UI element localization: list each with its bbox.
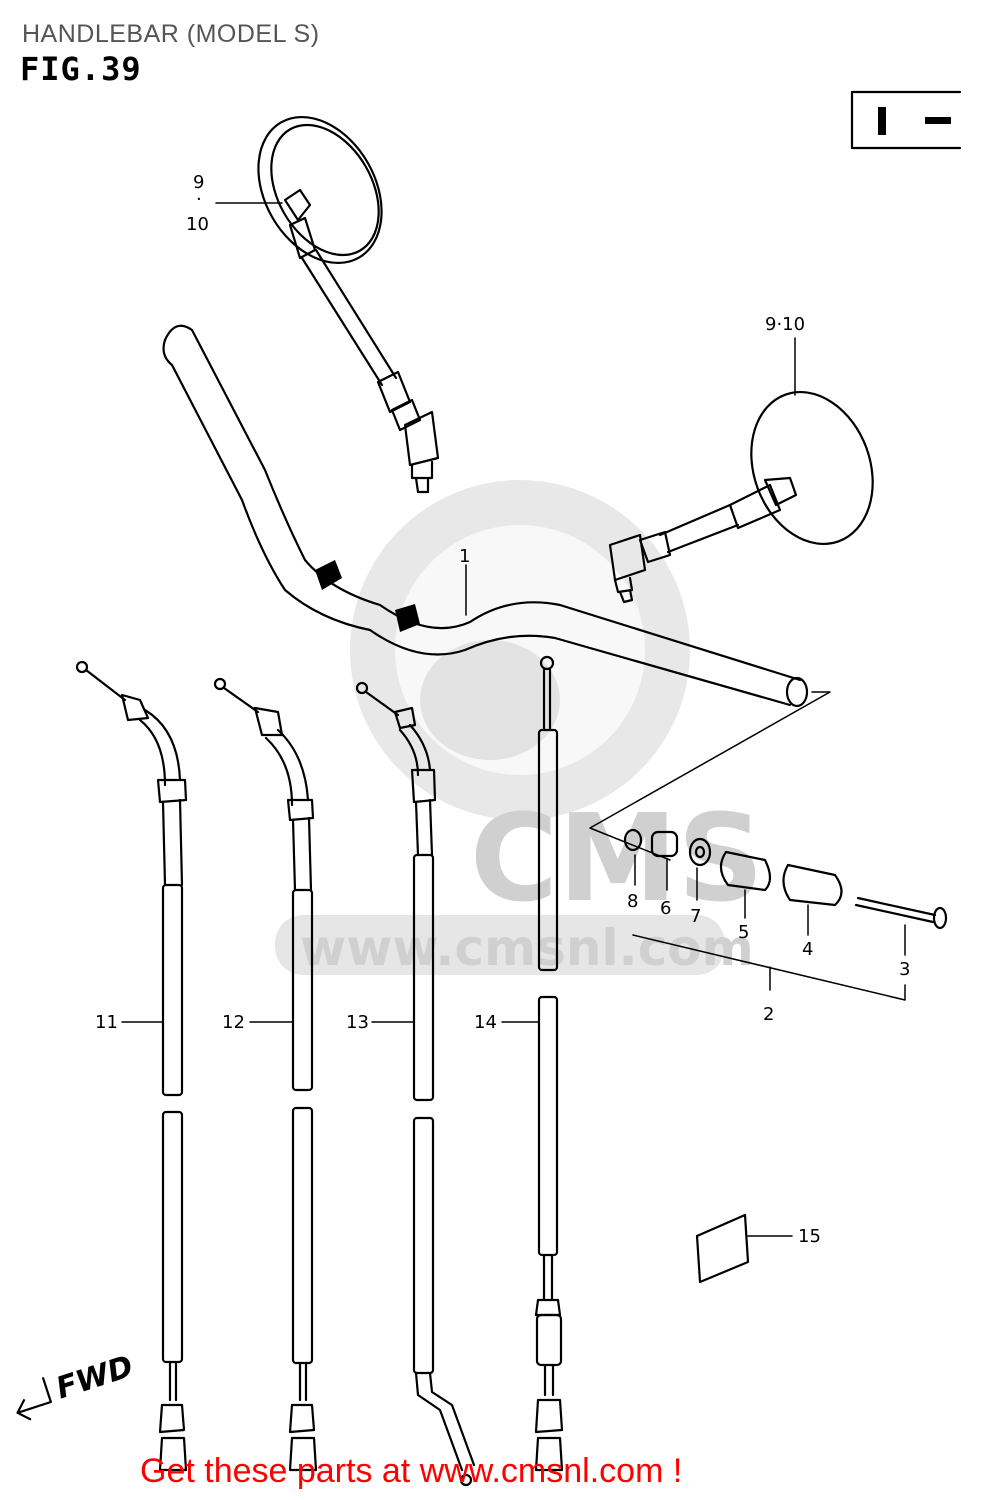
cable-13	[355, 681, 476, 1487]
handlebar	[162, 324, 831, 861]
bar-end-assembly	[623, 828, 948, 1001]
callout-9-10-right: 9·10	[765, 314, 805, 335]
figure-number: FIG.39	[20, 50, 142, 88]
callout-14: 14	[474, 1012, 497, 1033]
callout-3: 3	[899, 959, 910, 980]
callout-2: 2	[763, 1004, 774, 1025]
fwd-label: FWD	[52, 1349, 137, 1407]
watermark-logo-text: CMS	[470, 790, 764, 929]
callout-6: 6	[660, 898, 671, 919]
watermark-text: www.cmsnl.com	[300, 919, 754, 977]
callout-dot: ·	[196, 189, 202, 210]
fwd-indicator: FWD	[16, 1349, 137, 1421]
callout-9-left: 9	[193, 172, 204, 193]
callout-13: 13	[346, 1012, 369, 1033]
callout-12: 12	[222, 1012, 245, 1033]
cable-12	[213, 677, 318, 1472]
right-mirror	[608, 337, 874, 604]
cable-14	[501, 655, 564, 1472]
model-badge	[850, 90, 962, 150]
callout-1: 1	[459, 546, 470, 567]
footer-link[interactable]: Get these parts at www.cmsnl.com !	[140, 1452, 683, 1490]
watermark-logo: CMS www.cmsnl.com	[275, 480, 764, 977]
left-mirror	[215, 115, 440, 494]
callout-8: 8	[627, 891, 638, 912]
callout-4: 4	[802, 939, 813, 960]
page-title: HANDLEBAR (MODEL S)	[22, 20, 320, 48]
callout-15: 15	[798, 1226, 821, 1247]
callout-5: 5	[738, 922, 749, 943]
callout-7: 7	[690, 906, 701, 927]
callout-11: 11	[95, 1012, 118, 1033]
callout-10-left: 10	[186, 214, 209, 235]
label-plate-15	[695, 1213, 793, 1284]
cable-11	[75, 660, 188, 1472]
